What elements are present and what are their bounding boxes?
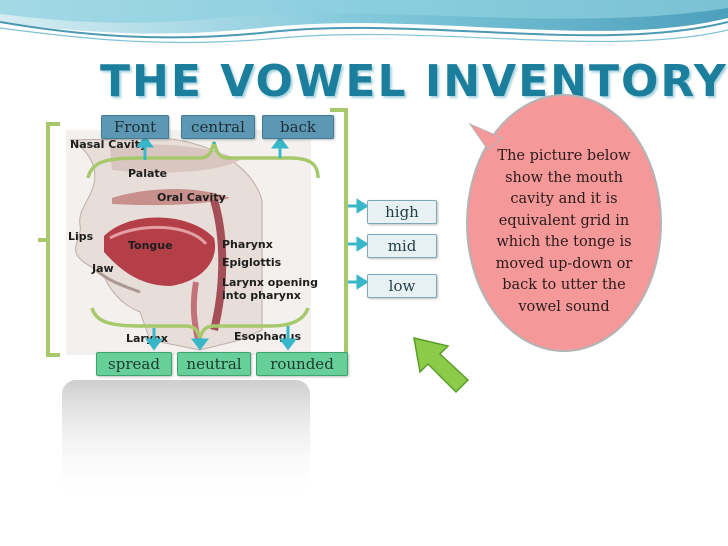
up-arrow-icon	[136, 135, 154, 160]
label-tongue: Tongue	[128, 239, 173, 252]
label-larynx-opening-1: Larynx opening	[222, 276, 318, 289]
label-front: Front	[101, 115, 169, 139]
label-neutral: neutral	[177, 352, 251, 376]
right-arrow-icon	[348, 236, 369, 252]
header-wave-decoration	[0, 0, 728, 44]
label-spread: spread	[96, 352, 172, 376]
label-high: high	[367, 200, 437, 224]
green-arrow-icon	[413, 337, 470, 394]
label-jaw: Jaw	[91, 262, 114, 275]
left-bracket	[46, 122, 60, 357]
label-low: low	[367, 274, 437, 298]
label-back: back	[262, 115, 334, 139]
label-pharynx: Pharynx	[222, 238, 273, 251]
label-rounded: rounded	[256, 352, 348, 376]
label-larynx-opening-2: into pharynx	[222, 289, 301, 302]
down-arrow-icon	[145, 328, 163, 351]
callout-pointer	[468, 122, 503, 151]
right-bracket	[330, 108, 348, 356]
right-arrow-icon	[348, 198, 369, 214]
label-epiglottis: Epiglottis	[222, 256, 282, 269]
callout-text: The picture below show the mouth cavity …	[495, 148, 633, 315]
label-palate: Palate	[128, 167, 167, 180]
down-arrow-icon	[191, 338, 209, 351]
up-arrow-icon	[271, 136, 289, 158]
slide-title: The Vowel Inventory	[100, 56, 728, 107]
label-oral-cavity: Oral Cavity	[157, 191, 226, 204]
callout-circle	[466, 94, 662, 352]
head-cross-section	[66, 130, 311, 355]
right-arrow-icon	[348, 274, 369, 290]
image-reflection	[62, 380, 310, 500]
label-mid: mid	[367, 234, 437, 258]
down-arrow-icon	[279, 326, 297, 351]
label-lips: Lips	[68, 230, 94, 243]
label-central: central	[181, 115, 255, 139]
label-nasal-cavity: Nasal Cavity	[70, 138, 147, 151]
